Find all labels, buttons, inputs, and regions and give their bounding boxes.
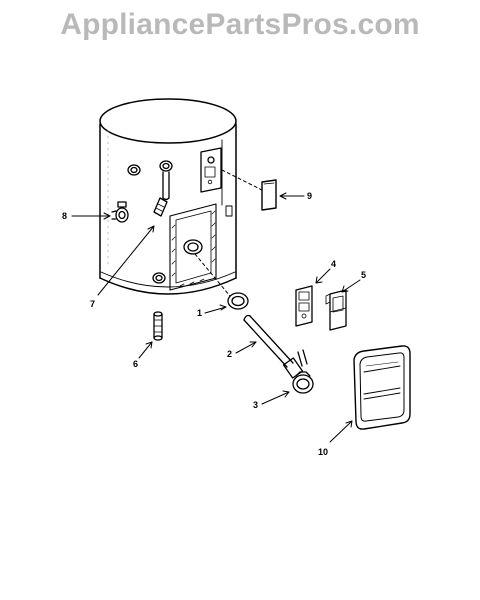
water-heater-tank bbox=[99, 98, 237, 295]
callout-10: 10 bbox=[318, 447, 328, 457]
thermostat bbox=[295, 285, 313, 327]
heating-element bbox=[243, 314, 308, 379]
relief-valve bbox=[111, 201, 129, 223]
dip-tube-nipple bbox=[153, 197, 168, 217]
element-access-door bbox=[353, 345, 411, 430]
callout-9: 9 bbox=[307, 191, 312, 201]
callout-6: 6 bbox=[133, 359, 138, 369]
callout-2: 2 bbox=[227, 349, 232, 359]
element-cover-gasket bbox=[292, 371, 314, 394]
callout-5: 5 bbox=[361, 270, 366, 280]
element-access-opening bbox=[169, 203, 217, 291]
callout-1: 1 bbox=[197, 308, 202, 318]
callout-8: 8 bbox=[62, 211, 67, 221]
drain-nipple bbox=[153, 311, 163, 341]
thermostat-plate bbox=[200, 147, 222, 193]
callout-7: 7 bbox=[90, 299, 95, 309]
bottom-fitting bbox=[152, 272, 166, 284]
access-cover-small bbox=[261, 179, 277, 211]
leader-lines bbox=[71, 169, 361, 443]
top-fittings bbox=[127, 160, 173, 201]
callout-4: 4 bbox=[331, 259, 336, 269]
element-gasket bbox=[227, 292, 249, 310]
callout-3: 3 bbox=[253, 400, 258, 410]
watermark-logo: AppliancePartsPros.com bbox=[60, 8, 420, 41]
thermostat-bracket bbox=[325, 289, 347, 331]
